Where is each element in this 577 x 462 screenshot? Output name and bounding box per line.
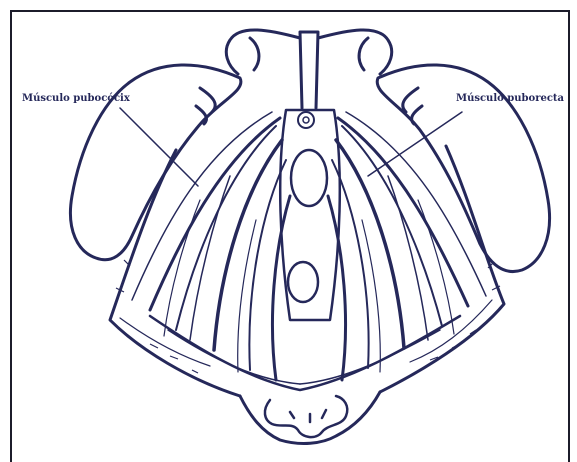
leader-line-pubococcygeus [120,108,198,186]
coccyx [265,396,347,437]
label-puborectalis: Músculo puborecta [456,93,564,104]
pubic-symphysis [226,30,391,108]
pelvic-organs [280,110,340,320]
muscle-outline [110,146,504,443]
label-pubococcygeus: Músculo pubocócix [22,93,130,104]
leader-line-puborectalis [368,112,462,176]
